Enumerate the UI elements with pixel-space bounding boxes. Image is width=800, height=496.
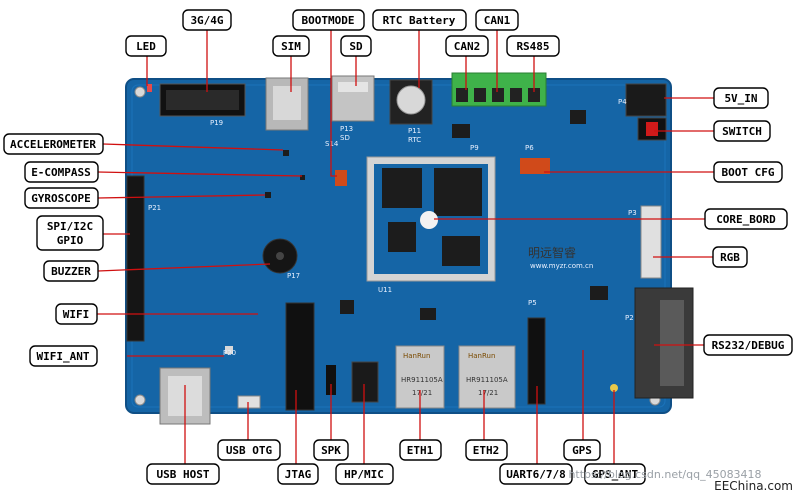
silk-p9: P9 xyxy=(470,144,479,152)
svg-text:RS485: RS485 xyxy=(516,40,549,53)
svg-text:UART6/7/8: UART6/7/8 xyxy=(506,468,566,481)
callout-uart: UART6/7/8 xyxy=(499,463,573,485)
callout-core-bord: CORE_BORD xyxy=(704,208,788,230)
svg-text:ACCELEROMETER: ACCELEROMETER xyxy=(10,138,96,151)
svg-text:USB HOST: USB HOST xyxy=(157,468,210,481)
callout-spi-i2c-gpio: SPI/I2C GPIO xyxy=(36,215,104,251)
svg-text:SWITCH: SWITCH xyxy=(722,125,762,138)
callout-gyroscope: GYROSCOPE xyxy=(24,187,99,209)
silk-hr-date-1: 17/21 xyxy=(412,389,432,397)
callout-rtc-battery: RTC Battery xyxy=(372,9,467,31)
callout-spk: SPK xyxy=(313,439,349,461)
silk-hr-part-2: HR911105A xyxy=(466,376,508,384)
watermark-url: https://blog.csdn.net/qq_45083418 xyxy=(568,468,761,481)
callout-rs232-debug: RS232/DEBUG xyxy=(703,334,793,356)
callout-bootmode: BOOTMODE xyxy=(292,9,365,31)
silk-brand-cn: 明远智睿 xyxy=(528,245,576,260)
callout-can2: CAN2 xyxy=(445,35,489,57)
silk-p17: P17 xyxy=(287,272,300,280)
callout-wifi-ant: WIFI_ANT xyxy=(29,345,98,367)
callout-usb-otg: USB OTG xyxy=(217,439,281,461)
svg-text:3G/4G: 3G/4G xyxy=(190,14,223,27)
svg-text:RTC Battery: RTC Battery xyxy=(383,14,456,27)
terminal-blocks xyxy=(451,72,547,107)
eth1-jack: HanRun HR911105A 17/21 xyxy=(395,345,445,409)
callout-buzzer: BUZZER xyxy=(43,260,99,282)
svg-text:GPS_ANT: GPS_ANT xyxy=(592,468,639,481)
silk-hr-part-1: HR911105A xyxy=(401,376,443,384)
svg-text:GPIO: GPIO xyxy=(57,234,84,247)
callout-can1: CAN1 xyxy=(475,9,519,31)
eth2-jack: HanRun HR911105A 17/21 xyxy=(458,345,516,409)
callout-led: LED xyxy=(125,35,167,57)
callout-accelerometer: ACCELEROMETER xyxy=(3,133,104,155)
callout-eth1: ETH1 xyxy=(399,439,442,461)
callout-gps-ant: GPS_ANT xyxy=(584,463,646,485)
silk-p13: P13 xyxy=(340,125,353,133)
svg-text:SIM: SIM xyxy=(281,40,301,53)
svg-text:GYROSCOPE: GYROSCOPE xyxy=(31,192,91,205)
callout-gps: GPS xyxy=(563,439,601,461)
callout-rgb: RGB xyxy=(712,246,748,268)
callout-hp-mic: HP/MIC xyxy=(335,463,394,485)
callout-sd: SD xyxy=(340,35,372,57)
callout-usb-host: USB HOST xyxy=(146,463,220,485)
svg-text:RS232/DEBUG: RS232/DEBUG xyxy=(712,339,785,352)
silk-p20: P20 xyxy=(223,349,236,357)
svg-text:WIFI_ANT: WIFI_ANT xyxy=(37,350,90,363)
svg-text:GPS: GPS xyxy=(572,444,592,457)
callout-rs485: RS485 xyxy=(506,35,560,57)
silk-p4: P4 xyxy=(618,98,627,106)
svg-text:SPI/I2C: SPI/I2C xyxy=(47,220,93,233)
silk-u11: U11 xyxy=(378,286,392,294)
silk-brand-url: www.myzr.com.cn xyxy=(530,262,593,270)
callout-5v-in: 5V_IN xyxy=(713,87,769,109)
callout-jtag: JTAG xyxy=(277,463,319,485)
callout-3g-4g: 3G/4G xyxy=(182,9,232,31)
callout-eth2: ETH2 xyxy=(465,439,508,461)
silk-rtc: RTC xyxy=(408,136,421,144)
silk-p19: P19 xyxy=(210,119,223,127)
svg-text:HP/MIC: HP/MIC xyxy=(344,468,384,481)
silk-hanrun-2: HanRun xyxy=(468,352,495,360)
svg-text:E-COMPASS: E-COMPASS xyxy=(31,166,91,179)
silk-p11: P11 xyxy=(408,127,421,135)
silk-p3: P3 xyxy=(628,209,637,217)
svg-text:5V_IN: 5V_IN xyxy=(724,92,757,105)
svg-text:RGB: RGB xyxy=(720,251,740,264)
svg-text:BOOT CFG: BOOT CFG xyxy=(722,166,775,179)
callout-e-compass: E-COMPASS xyxy=(24,161,99,183)
callout-wifi: WIFI xyxy=(55,303,98,325)
callout-boot-cfg: BOOT CFG xyxy=(713,161,783,183)
svg-text:JTAG: JTAG xyxy=(285,468,312,481)
svg-text:LED: LED xyxy=(136,40,156,53)
svg-text:WIFI: WIFI xyxy=(63,308,90,321)
silk-p21: P21 xyxy=(148,204,161,212)
pcb-board: P19 P13 SD P11 RTC P9 P6 P4 xyxy=(125,72,694,425)
silk-p2: P2 xyxy=(625,314,634,322)
silk-sd: SD xyxy=(340,134,350,142)
svg-text:ETH1: ETH1 xyxy=(407,444,434,457)
silk-hanrun-1: HanRun xyxy=(403,352,430,360)
svg-text:CAN2: CAN2 xyxy=(454,40,481,53)
svg-text:BUZZER: BUZZER xyxy=(51,265,91,278)
silk-p5: P5 xyxy=(528,299,537,307)
site-name: EEChina.com xyxy=(714,479,793,493)
silk-p6: P6 xyxy=(525,144,534,152)
leader-lines xyxy=(97,30,714,464)
svg-text:CAN1: CAN1 xyxy=(484,14,511,27)
svg-text:CORE_BORD: CORE_BORD xyxy=(716,213,776,226)
silk-s14: S14 xyxy=(325,140,339,148)
svg-text:ETH2: ETH2 xyxy=(473,444,500,457)
svg-text:SD: SD xyxy=(349,40,363,53)
callout-switch: SWITCH xyxy=(713,120,771,142)
svg-text:USB OTG: USB OTG xyxy=(226,444,273,457)
silk-hr-date-2: 17/21 xyxy=(478,389,498,397)
svg-text:BOOTMODE: BOOTMODE xyxy=(302,14,355,27)
svg-text:SPK: SPK xyxy=(321,444,341,457)
callout-sim: SIM xyxy=(272,35,310,57)
